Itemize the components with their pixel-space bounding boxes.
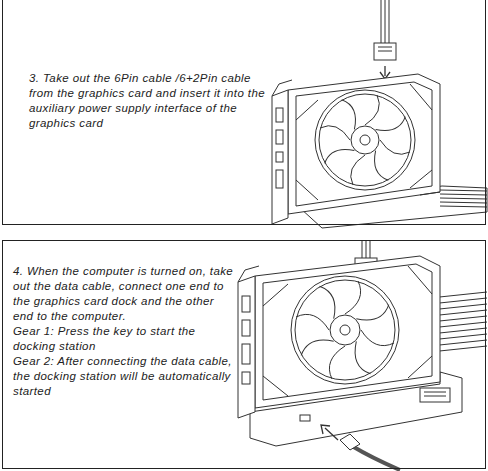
gear-note: Gear 2: After connecting the data cable,… <box>13 354 235 399</box>
instruction-text-block: 3. Take out the 6Pin cable /6+2Pin cable… <box>29 71 274 131</box>
instruction-panel: 4. When the computer is turned on, take … <box>2 240 486 469</box>
gear-note: Gear 1: Press the key to start the docki… <box>13 324 235 354</box>
instruction-panel: 3. Take out the 6Pin cable /6+2Pin cable… <box>2 0 486 225</box>
instruction-text-block: 4. When the computer is turned on, take … <box>13 264 235 399</box>
step-instruction: 4. When the computer is turned on, take … <box>13 264 235 324</box>
step-instruction: 3. Take out the 6Pin cable /6+2Pin cable… <box>29 71 274 131</box>
